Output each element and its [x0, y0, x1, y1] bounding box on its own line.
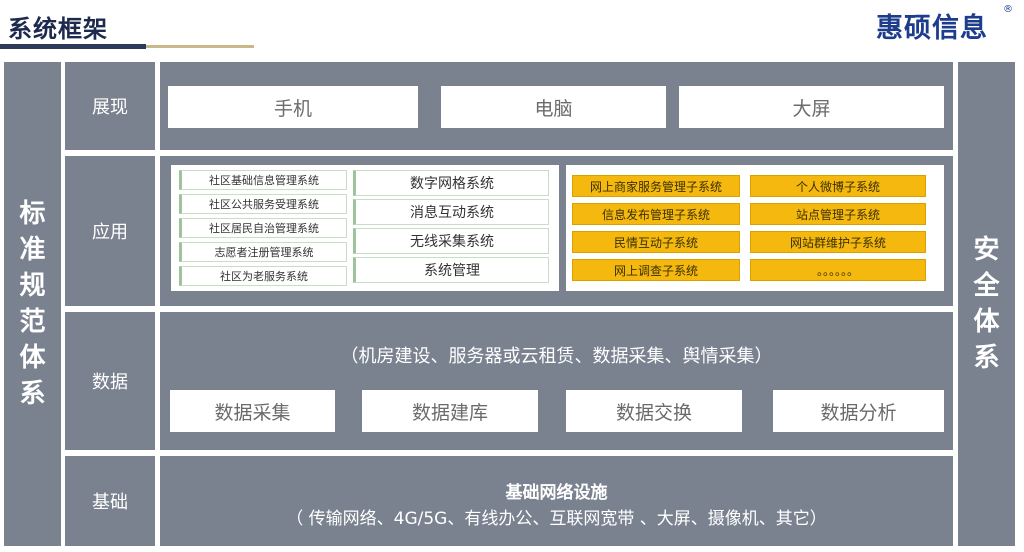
app-system-item: 社区为老服务系统	[179, 266, 347, 286]
application-panel-right: 网上商家服务管理子系统 信息发布管理子系统 民情互动子系统 网上调查子系统 个人…	[566, 165, 944, 291]
app-system-item: 志愿者注册管理系统	[179, 242, 347, 262]
security-pillar: 安全体系	[958, 62, 1015, 546]
app-subsystem-item: 网上调查子系统	[572, 259, 740, 281]
standards-pillar-label: 标准规范体系	[19, 199, 46, 409]
display-item-bigscreen: 大屏	[679, 86, 944, 128]
display-item-phone: 手机	[168, 86, 418, 128]
security-pillar-label: 安全体系	[973, 235, 1000, 373]
display-row: 手机 电脑 大屏	[160, 62, 953, 150]
app-system-item: 系统管理	[353, 257, 549, 283]
app-subsystem-item: 信息发布管理子系统	[572, 203, 740, 225]
display-row-label: 展现	[65, 62, 155, 150]
data-item-build: 数据建库	[362, 390, 538, 432]
company-logo: 惠硕信息	[876, 13, 988, 44]
application-row-label: 应用	[65, 156, 155, 306]
base-row-subtitle: （ 传输网络、4G/5G、有线办公、互联网宽带 、大屏、摄像机、其它）	[286, 509, 827, 529]
base-row-label: 基础	[65, 456, 155, 546]
app-system-item: 社区公共服务受理系统	[179, 194, 347, 214]
data-item-analyze: 数据分析	[773, 390, 944, 432]
app-subsystem-item: 网站群维护子系统	[750, 231, 926, 253]
app-system-item: 消息互动系统	[353, 199, 549, 225]
title-underline-accent	[146, 45, 254, 48]
application-panel-left: 社区基础信息管理系统 社区公共服务受理系统 社区居民自治管理系统 志愿者注册管理…	[171, 165, 559, 291]
app-system-item: 社区居民自治管理系统	[179, 218, 347, 238]
data-item-collect: 数据采集	[170, 390, 335, 432]
application-row: 社区基础信息管理系统 社区公共服务受理系统 社区居民自治管理系统 志愿者注册管理…	[160, 156, 953, 306]
base-row: 基础网络设施 （ 传输网络、4G/5G、有线办公、互联网宽带 、大屏、摄像机、其…	[160, 456, 953, 546]
app-subsystem-item: 站点管理子系统	[750, 203, 926, 225]
app-subsystem-item: 个人微博子系统	[750, 175, 926, 197]
registered-mark: ®	[1003, 4, 1013, 15]
app-system-item: 社区基础信息管理系统	[179, 170, 347, 190]
page-title: 系统框架	[8, 15, 108, 43]
app-subsystem-item: 民情互动子系统	[572, 231, 740, 253]
app-subsystem-item: 网上商家服务管理子系统	[572, 175, 740, 197]
app-system-item: 数字网格系统	[353, 170, 549, 196]
app-system-item: 无线采集系统	[353, 228, 549, 254]
display-item-pc: 电脑	[441, 86, 666, 128]
app-subsystem-item: 。。。。。。	[750, 259, 926, 281]
base-row-title: 基础网络设施	[505, 483, 608, 503]
data-row: （机房建设、服务器或云租赁、数据采集、舆情采集） 数据采集 数据建库 数据交换 …	[160, 312, 953, 450]
standards-pillar: 标准规范体系	[4, 62, 61, 546]
title-underline	[0, 44, 146, 49]
data-row-label: 数据	[65, 312, 155, 450]
data-row-subtitle: （机房建设、服务器或云租赁、数据采集、舆情采集）	[340, 346, 773, 367]
data-item-exchange: 数据交换	[566, 390, 742, 432]
